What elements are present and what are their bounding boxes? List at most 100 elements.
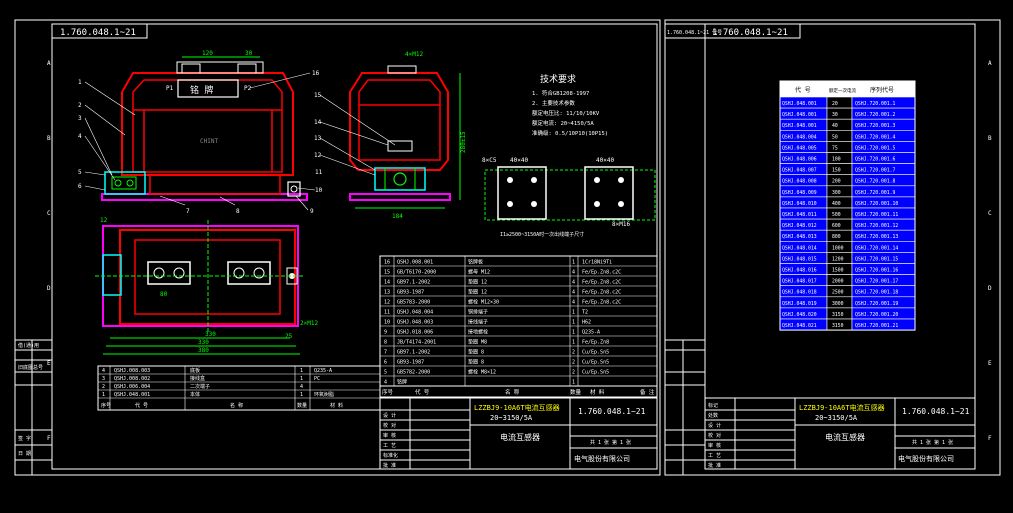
front-body-outline [121, 72, 294, 176]
bom-cell: 1 [572, 380, 575, 386]
variant-current-cell: 500 [832, 212, 841, 218]
top-secondary-box [102, 254, 122, 296]
bom-cell: 螺栓 M12×30 [468, 299, 499, 306]
svg-text:审 核: 审 核 [383, 432, 396, 439]
zone-letters-right: A B C D E F [988, 60, 992, 442]
bom-cell: 2 [572, 360, 575, 366]
bom-cell: Cu/Ep.Sn5 [582, 360, 609, 366]
margin-tag: 签 字 [18, 435, 31, 442]
variant-serial-cell: QSHJ.720.001.14 [855, 245, 898, 251]
variant-serial-cell: QSHJ.720.001.19 [855, 301, 898, 307]
svg-text:11: 11 [315, 169, 323, 176]
variant-serial-cell: QSHJ.720.001.15 [855, 256, 898, 262]
variant-serial-cell: QSHJ.720.001.10 [855, 201, 898, 207]
svg-text:14: 14 [314, 119, 322, 126]
label-p1: P1 [166, 85, 174, 92]
bom-cell: 接线端子 [468, 319, 488, 326]
brand-logo: CHINT [200, 138, 218, 145]
right-title-range: 20~3150/5A [815, 414, 858, 422]
svg-text:6: 6 [78, 183, 82, 190]
left-title-range: 20~3150/5A [490, 414, 533, 422]
variant-serial-cell: QSHJ.720.001.11 [855, 212, 898, 218]
bom-cell: GB97.1-2002 [397, 280, 430, 286]
right-drawing-number-box [704, 23, 801, 39]
svg-text:D: D [988, 285, 992, 292]
svg-text:处数: 处数 [708, 412, 718, 419]
svg-text:设 计: 设 计 [383, 412, 396, 419]
bom-cell: 12 [384, 300, 390, 306]
right-corner-label: 1.760.048.1~21 代号 [667, 29, 722, 36]
secondary-terminal-box [104, 171, 146, 195]
left-title-product: LZZBJ9-10A6T电流互感器 [474, 403, 560, 412]
variant-code-cell: QSHJ.048.001 [782, 112, 817, 118]
right-title-type: 电流互感器 [825, 432, 865, 442]
bom2-cell: 二次端子 [190, 383, 210, 390]
bom-cell: 垫圈 12 [468, 279, 487, 286]
svg-text:12: 12 [314, 152, 322, 159]
bom-cell: 垫圈 8 [468, 349, 484, 356]
bom2-cell: QSHJ.008.003 [114, 368, 150, 374]
bom-cell: 7 [384, 350, 387, 356]
svg-text:120: 120 [202, 50, 213, 57]
bom-cell: Fe/Ep.Zn8 [582, 340, 609, 346]
svg-text:5: 5 [78, 169, 82, 176]
terminal-note: I1≥2500~3150A时一次出线端子尺寸 [500, 231, 584, 238]
side-view[interactable]: 184 280±15 4×M12 [349, 51, 467, 220]
svg-text:设 计: 设 计 [708, 422, 721, 429]
front-view[interactable]: 铭 牌 P1 P2 CHINT 120 30 [101, 50, 308, 201]
bom-cell: 1 [572, 340, 575, 346]
bom-cell: JB/T4174-2001 [397, 340, 436, 346]
bom-cell: 6 [384, 360, 387, 366]
bom-cell: GB5782-2000 [397, 370, 430, 376]
top-view[interactable]: 330 330 380 80 12 25 2×M12 [95, 217, 318, 355]
svg-text:F: F [988, 435, 992, 442]
bom2-cell: 1 [300, 368, 303, 374]
bom-cell: Fe/Ep.Zn8.c2C [582, 280, 621, 286]
svg-text:A: A [988, 60, 992, 67]
bom-cell: QSHJ.048.004 [397, 310, 433, 316]
variant-current-cell: 2500 [832, 290, 844, 296]
terminal-pad-left [497, 166, 547, 220]
svg-text:E: E [47, 360, 51, 367]
top-terminal-right [227, 261, 271, 285]
right-sheet-info: 共 1 张 第 1 张 [912, 439, 953, 446]
variant-code-cell: QSHJ.048.001 [782, 123, 817, 129]
bom2-cell: 本体 [190, 391, 200, 398]
svg-text:校 对: 校 对 [383, 422, 396, 429]
variant-current-cell: 30 [832, 112, 838, 118]
variant-serial-cell: QSHJ.720.001.1 [855, 101, 896, 107]
variant-current-cell: 75 [832, 145, 838, 151]
variant-code-cell: QSHJ.048.007 [782, 168, 817, 174]
variant-current-cell: 200 [832, 179, 841, 185]
terminal-pad-right [584, 166, 634, 220]
svg-text:10: 10 [315, 187, 323, 194]
bom-header-cell: 序号 [382, 388, 394, 396]
variant-current-cell: 300 [832, 190, 841, 196]
bom-cell: Fe/Ep.Zn8.c2C [582, 300, 621, 306]
margin-tag: 借(通)用 [18, 342, 39, 349]
svg-text:3: 3 [78, 115, 82, 122]
bom-cell: 11 [384, 310, 390, 316]
top-terminal-left [147, 261, 191, 285]
bom-cell: Q235-A [582, 330, 600, 336]
variant-serial-cell: QSHJ.720.001.16 [855, 268, 898, 274]
svg-text:D: D [47, 285, 51, 292]
variant-code-cell: QSHJ.048.012 [782, 223, 817, 229]
left-margin-tags: 借(通)用 旧底图总号 签 字 日 期 [18, 342, 43, 457]
tech-title: 技术要求 [540, 73, 576, 85]
left-title-block [379, 397, 658, 470]
variant-code-cell: QSHJ.048.009 [782, 190, 817, 196]
svg-text:30: 30 [245, 50, 253, 57]
left-drawing-number: 1.760.048.1~21 [60, 28, 136, 38]
bom-cell: 2 [572, 370, 575, 376]
right-title-product: LZZBJ9-10A6T电流互感器 [799, 403, 885, 412]
variant-code-cell: QSHJ.048.019 [782, 301, 817, 307]
svg-text:1. 符合GB1208-1997: 1. 符合GB1208-1997 [532, 89, 589, 97]
svg-text:8×C5: 8×C5 [482, 157, 497, 164]
bom-header-cell: 数量 [570, 388, 582, 396]
terminal-detail[interactable]: 8×C5 40×40 40×40 8×M16 I1≥2500~3150A时一次出… [482, 157, 656, 238]
technical-requirements: 技术要求 1. 符合GB1208-1997 2. 主要技术参数 额定电压比: 1… [532, 73, 608, 137]
